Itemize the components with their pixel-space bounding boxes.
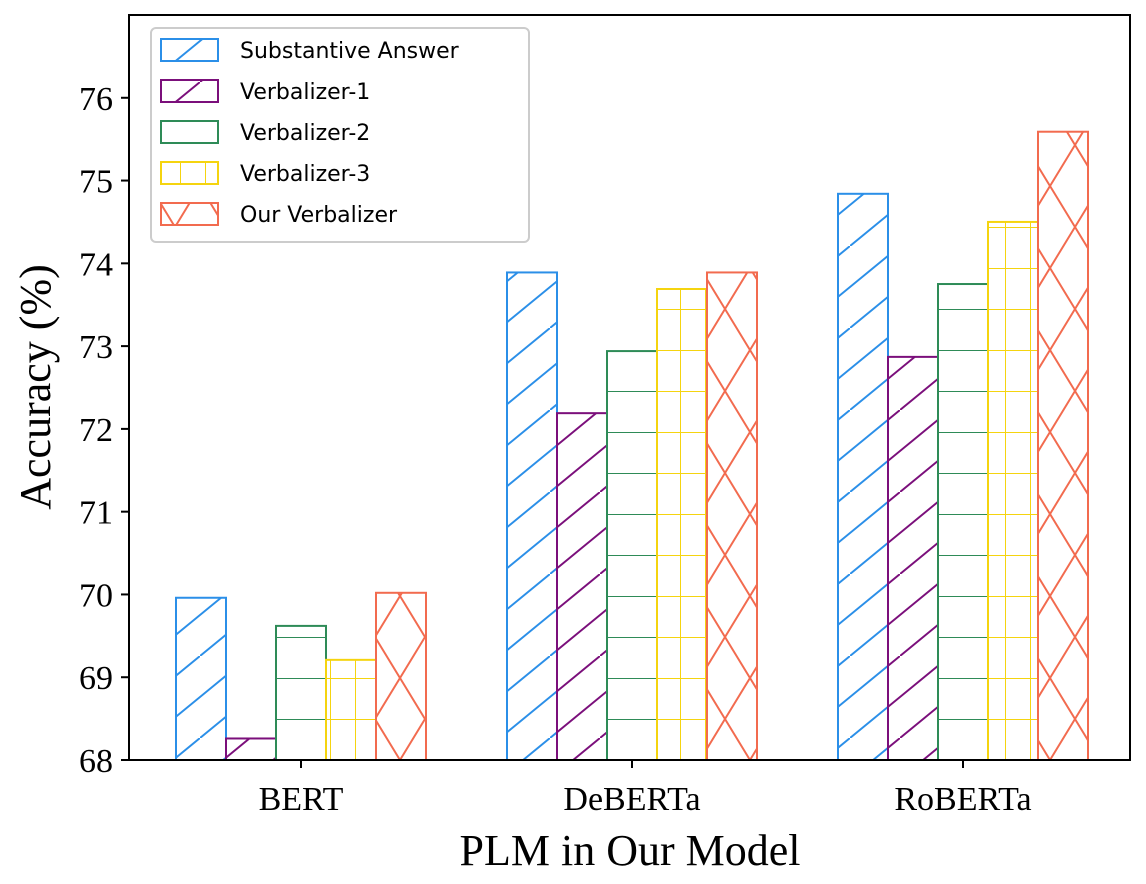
legend-label-verbalizer-2: Verbalizer-2 bbox=[240, 121, 370, 146]
bar-bert-substantive-answer bbox=[175, 596, 227, 761]
legend-label-verbalizer-3: Verbalizer-3 bbox=[240, 162, 370, 187]
bar-roberta-our-verbalizer bbox=[1037, 130, 1089, 761]
bar-bert-verbalizer-3 bbox=[325, 658, 377, 761]
legend-label-verbalizer-1: Verbalizer-1 bbox=[240, 80, 370, 105]
x-tick-label-roberta: RoBERTa bbox=[894, 781, 1031, 818]
x-axis: BERT DeBERTa RoBERTa bbox=[259, 760, 1032, 818]
bar-roberta-verbalizer-3 bbox=[987, 220, 1039, 761]
y-tick-label: 76 bbox=[79, 81, 113, 118]
legend-box bbox=[150, 27, 530, 243]
legend-swatch-verbalizer-1 bbox=[160, 79, 219, 103]
y-axis: 68 69 70 71 72 73 74 75 76 bbox=[79, 81, 129, 780]
bar-roberta-verbalizer-2 bbox=[937, 283, 989, 761]
x-tick-label-deberta: DeBERTa bbox=[563, 781, 700, 818]
legend-swatch-verbalizer-3 bbox=[160, 161, 219, 185]
y-tick-label: 70 bbox=[79, 577, 113, 614]
bar-deberta-our-verbalizer bbox=[706, 271, 758, 761]
bar-roberta-verbalizer-1 bbox=[887, 355, 939, 761]
bar-deberta-verbalizer-1 bbox=[556, 412, 608, 761]
bar-bert-our-verbalizer bbox=[375, 591, 427, 761]
plot-frame bbox=[128, 14, 1131, 761]
bar-bert-verbalizer-1 bbox=[225, 737, 277, 762]
y-axis-title: Accuracy (%) bbox=[11, 264, 60, 510]
y-tick-label: 69 bbox=[79, 660, 113, 697]
x-axis-title: PLM in Our Model bbox=[460, 826, 801, 875]
bar-deberta-substantive-answer bbox=[506, 271, 558, 761]
y-tick-label: 72 bbox=[79, 412, 113, 449]
y-tick-label: 68 bbox=[79, 743, 113, 780]
y-tick-label: 71 bbox=[79, 495, 113, 532]
bar-deberta-verbalizer-2 bbox=[606, 350, 658, 761]
legend-swatch-our-verbalizer bbox=[160, 202, 219, 226]
legend: Substantive AnswerVerbalizer-1Verbalizer… bbox=[150, 27, 530, 243]
bar-bert-verbalizer-2 bbox=[275, 624, 327, 762]
legend-swatch-substantive-answer bbox=[160, 38, 219, 62]
x-tick-label-bert: BERT bbox=[259, 781, 344, 818]
y-tick-label: 74 bbox=[79, 246, 113, 283]
bars bbox=[175, 130, 1089, 762]
bar-deberta-verbalizer-3 bbox=[656, 287, 708, 761]
legend-label-substantive-answer: Substantive Answer bbox=[240, 39, 460, 64]
y-tick-label: 73 bbox=[79, 329, 113, 366]
bar-roberta-substantive-answer bbox=[837, 192, 889, 762]
legend-label-our-verbalizer: Our Verbalizer bbox=[240, 203, 398, 228]
y-tick-label: 75 bbox=[79, 164, 113, 201]
legend-swatch-verbalizer-2 bbox=[160, 120, 219, 144]
